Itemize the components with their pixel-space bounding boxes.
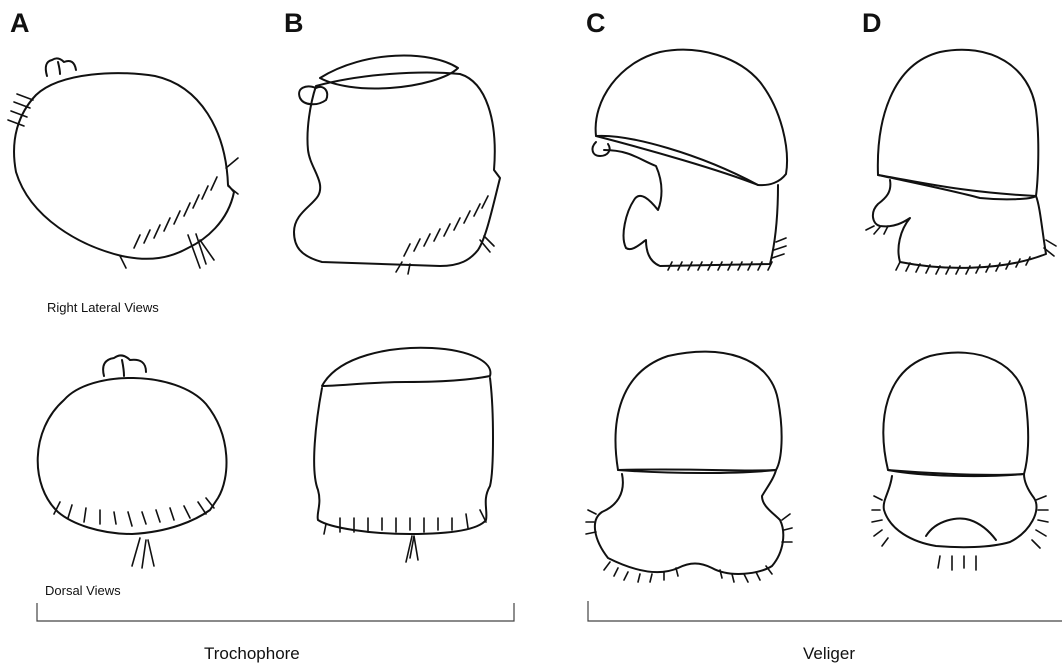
trochophore-bracket [37, 603, 514, 621]
veliger-bracket [588, 601, 1062, 621]
veliger-lateral-c-drawing [593, 50, 787, 270]
trochophore-lateral-b-drawing [294, 56, 500, 274]
veliger-dorsal-d-drawing [872, 353, 1048, 570]
trochophore-lateral-a-drawing [8, 58, 238, 268]
veliger-dorsal-c-drawing [586, 352, 792, 582]
trochophore-dorsal-b-drawing [314, 348, 493, 562]
veliger-lateral-d-drawing [866, 50, 1056, 274]
trochophore-dorsal-a-drawing [38, 355, 227, 568]
